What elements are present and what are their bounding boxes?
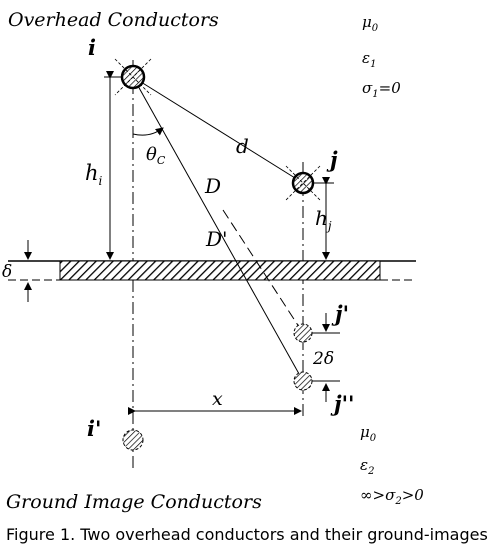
two-delta-label: 2δ [312, 349, 334, 369]
image-conductor-i-prime[interactable] [122, 429, 144, 451]
image-conductor-j-prime-label: j' [331, 301, 349, 326]
d-label: d [236, 134, 249, 158]
sigma1-label: σ1=0 [362, 79, 401, 100]
line-D-prime [222, 209, 304, 334]
ground-hatch [59, 260, 381, 281]
image-conductor-j-prime[interactable] [293, 323, 313, 343]
line-d [132, 76, 304, 184]
overhead-title: Overhead Conductors [8, 9, 219, 31]
conductor-i[interactable] [114, 58, 152, 96]
delta-label: δ [2, 262, 12, 282]
sigma2-label: ∞>σ2>0 [360, 486, 424, 507]
figure-caption: Figure 1. Two overhead conductors and th… [6, 525, 488, 544]
image-conductor-j-double-prime-label: j'' [330, 391, 354, 416]
D-label: D [204, 174, 221, 198]
hj-label: hj [315, 206, 332, 233]
D-prime-label: D' [205, 227, 228, 251]
ground-image-title: Ground Image Conductors [6, 491, 262, 513]
hi-label: hi [85, 161, 103, 188]
eps2-label: ε2 [360, 456, 374, 477]
mu0-upper-label: μ0 [362, 13, 379, 34]
conductor-j-label: j [326, 147, 338, 172]
image-conductor-j-double-prime[interactable] [293, 371, 313, 391]
image-conductor-i-prime-label: i' [87, 416, 101, 441]
conductor-i-label: i [88, 35, 96, 60]
theta-label: θC [146, 144, 166, 167]
upper-medium-params: μ0 ε1 σ1=0 [362, 13, 401, 100]
lower-medium-params: μ0 ε2 ∞>σ2>0 [360, 423, 424, 507]
x-label: x [212, 388, 223, 410]
eps1-label: ε1 [362, 49, 376, 70]
conductor-j[interactable] [285, 165, 321, 201]
theta-arc [132, 127, 164, 136]
mu0-lower-label: μ0 [360, 423, 377, 444]
